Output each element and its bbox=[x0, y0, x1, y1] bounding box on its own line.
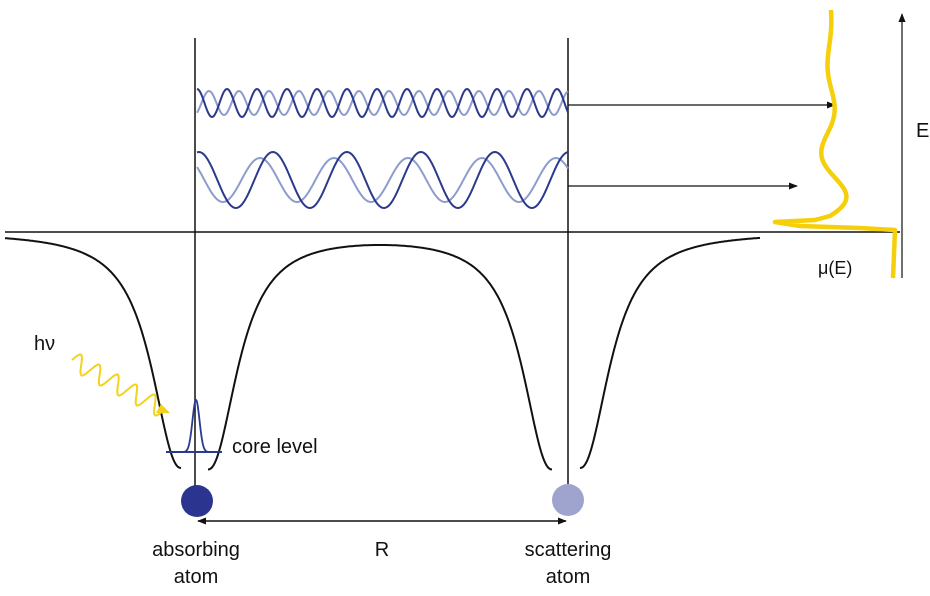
scattering-atom-label-line2: atom bbox=[546, 566, 590, 588]
photon-wavy-arrow bbox=[71, 353, 165, 417]
scattered-wave-low-energy bbox=[196, 156, 569, 204]
outgoing-wave-low-energy bbox=[196, 150, 569, 210]
energy-axis-label: E bbox=[916, 120, 929, 142]
scattering-atom-label: scattering bbox=[525, 539, 612, 561]
photon-label: hν bbox=[34, 333, 55, 355]
scattering-atom bbox=[552, 484, 584, 516]
absorption-label: μ(E) bbox=[818, 258, 852, 278]
scattered-wave-high-energy bbox=[196, 89, 569, 117]
distance-label: R bbox=[375, 539, 389, 561]
absorbing-atom-label: absorbing bbox=[152, 539, 240, 561]
core-level-label: core level bbox=[232, 436, 318, 458]
outgoing-wave-high-energy bbox=[196, 87, 569, 119]
potential-well-right bbox=[579, 236, 761, 469]
photon-arrowhead bbox=[156, 404, 170, 413]
absorbing-atom bbox=[181, 485, 213, 517]
absorbing-atom-label-line2: atom bbox=[174, 566, 218, 588]
potential-well-left bbox=[5, 237, 182, 469]
absorption-spectrum-curve bbox=[772, 8, 898, 279]
core-level-wavefunction bbox=[168, 398, 222, 453]
potential-well-middle bbox=[208, 244, 552, 471]
